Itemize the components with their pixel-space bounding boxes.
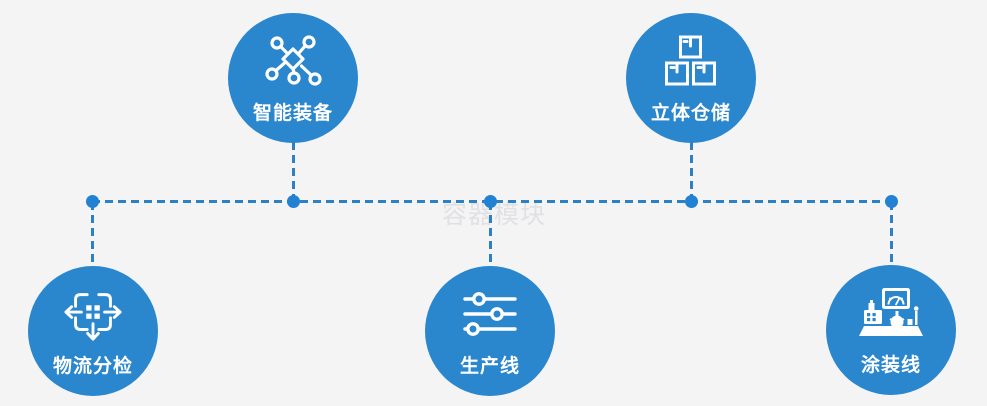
node-production-line: 生产线 xyxy=(425,266,555,396)
node-coating-line: 涂装线 xyxy=(826,265,956,395)
stacked-boxes-icon xyxy=(663,33,719,89)
node-label: 智能装备 xyxy=(252,102,333,124)
node-logistics-sorting: 物流分检 xyxy=(28,266,158,396)
node-label: 生产线 xyxy=(459,355,520,377)
connector-vertical-warehouse xyxy=(690,142,693,202)
node-stereo-warehouse: 立体仓储 xyxy=(626,13,756,143)
sliders-icon xyxy=(462,286,518,342)
junction-dot xyxy=(885,195,898,208)
junction-dot xyxy=(484,195,497,208)
connector-vertical-logistics xyxy=(91,202,94,266)
coating-machine-icon xyxy=(855,285,927,341)
node-label: 物流分检 xyxy=(52,355,133,377)
connector-vertical-smart-equipment xyxy=(292,142,295,202)
node-label: 涂装线 xyxy=(860,354,921,376)
network-nodes-icon xyxy=(263,33,323,89)
node-label: 立体仓储 xyxy=(650,102,731,124)
node-smart-equipment: 智能装备 xyxy=(228,13,358,143)
connector-vertical-coating-line xyxy=(890,202,893,265)
junction-dot xyxy=(685,195,698,208)
sorting-dispatch-icon xyxy=(62,286,124,342)
connector-vertical-production-line xyxy=(489,202,492,265)
junction-dot xyxy=(86,195,99,208)
junction-dot xyxy=(287,195,300,208)
